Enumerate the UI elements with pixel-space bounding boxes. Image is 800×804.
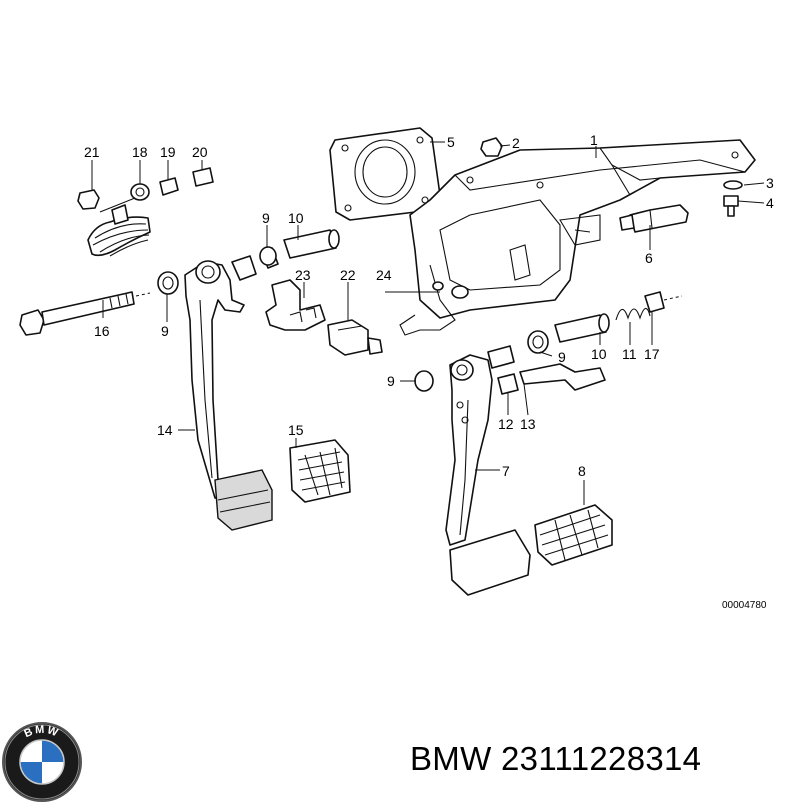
part-14-pedal-arm: [184, 247, 279, 501]
bmw-logo-text: BMW: [22, 724, 59, 740]
part-15-pedal-pad: [289, 439, 351, 503]
label-20: 20: [192, 144, 208, 160]
label-9-left: 9: [161, 323, 169, 339]
part-16-bolt: [19, 291, 151, 336]
part-6-switch: [619, 204, 689, 233]
label-17: 17: [644, 346, 660, 362]
part-2-nut: [480, 137, 503, 157]
part-labels: 1 2 3 4 5 6 7 8 9 10 11 12 13 14 15 16 1…: [84, 132, 774, 611]
part-13-rod: [519, 363, 606, 391]
label-15: 15: [288, 422, 304, 438]
bmw-logo: BMW: [2, 722, 82, 802]
part-9-bushing-lower: [414, 370, 434, 392]
label-7: 7: [502, 463, 510, 479]
leader-lines: [91, 141, 765, 505]
label-9-right: 9: [558, 349, 566, 365]
part-8-pedal-pad: [534, 504, 613, 566]
part-14-foot-pad: [214, 469, 273, 531]
label-11: 11: [622, 346, 637, 362]
part-7-brake-pedal-arm: [445, 345, 515, 546]
label-18: 18: [132, 144, 148, 160]
label-1: 1: [590, 132, 598, 148]
svg-text:BMW: BMW: [22, 724, 61, 740]
label-23: 23: [295, 267, 311, 283]
part-17-bushing: [644, 291, 683, 313]
footer: BMW: [0, 700, 800, 802]
part-9-bushing-right: [527, 330, 549, 354]
label-13: 13: [520, 416, 536, 432]
label-12: 12: [498, 416, 514, 432]
part-11-spring: [615, 307, 651, 321]
label-10-right: 10: [591, 346, 607, 362]
part-18-bushing: [130, 183, 150, 201]
part-22-switch: [327, 319, 383, 356]
part-10-sleeve-top: [283, 229, 340, 259]
label-4: 4: [766, 195, 774, 211]
label-14: 14: [157, 422, 173, 438]
label-19: 19: [160, 144, 176, 160]
part-3-washer: [723, 180, 743, 190]
label-5: 5: [447, 134, 455, 150]
part-19-bushing: [159, 177, 179, 196]
label-9-top: 9: [262, 210, 270, 226]
label-6: 6: [645, 250, 653, 266]
label-9-lower: 9: [387, 373, 395, 389]
reference-code: 00004780: [722, 600, 767, 611]
part-21-nut: [77, 189, 100, 210]
label-3: 3: [766, 175, 774, 191]
label-24: 24: [376, 267, 392, 283]
label-8: 8: [578, 463, 586, 479]
part-4-bolt: [723, 195, 739, 217]
part-7-brake-pad: [449, 529, 531, 596]
part-9-bushing-top: [259, 246, 277, 266]
part-10-sleeve-right: [554, 313, 610, 343]
product-caption: BMW 23111228314: [410, 740, 702, 777]
label-2: 2: [512, 135, 520, 151]
label-21: 21: [84, 144, 100, 160]
part-9-bushing-left: [157, 271, 179, 295]
part-23-bracket: [265, 279, 326, 331]
label-10-top: 10: [288, 210, 304, 226]
part-1-bracket: [399, 139, 756, 336]
label-22: 22: [340, 267, 356, 283]
part-24-clip: [432, 281, 469, 299]
part-12-clip: [497, 373, 519, 395]
part-20-bolt: [192, 167, 214, 187]
spring-assembly: [87, 197, 151, 257]
label-16: 16: [94, 323, 110, 339]
